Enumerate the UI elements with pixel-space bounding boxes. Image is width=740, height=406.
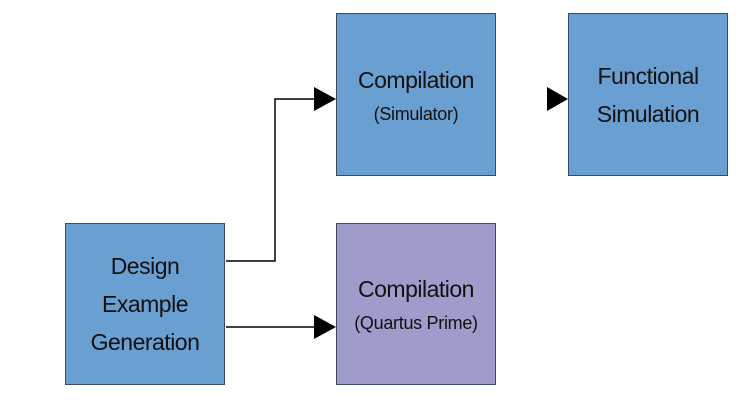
design-example-generation-box: Design Example Generation bbox=[65, 223, 225, 385]
arrowhead-compilation-simulator bbox=[314, 87, 336, 111]
arrowhead-compilation-quartus bbox=[314, 315, 336, 339]
compilation-quartus-box: Compilation (Quartus Prime) bbox=[336, 223, 496, 385]
design-example-generation-line-3: Generation bbox=[90, 329, 200, 355]
design-example-generation-line-2: Example bbox=[102, 291, 188, 317]
compilation-simulator-title: Compilation bbox=[358, 66, 474, 93]
compilation-simulator-box: Compilation (Simulator) bbox=[336, 13, 496, 176]
functional-simulation-line-2: Simulation bbox=[596, 100, 700, 127]
functional-simulation-line-1: Functional bbox=[597, 62, 699, 89]
arrowhead-functional-simulation bbox=[547, 87, 568, 111]
compilation-simulator-subtitle: (Simulator) bbox=[373, 103, 459, 124]
design-example-generation-line-1: Design bbox=[110, 253, 180, 279]
compilation-quartus-title: Compilation bbox=[358, 276, 474, 302]
connector-to-compilation-simulator bbox=[226, 98, 314, 262]
functional-simulation-box: Functional Simulation bbox=[568, 13, 728, 176]
compilation-quartus-subtitle: (Quartus Prime) bbox=[354, 313, 478, 333]
